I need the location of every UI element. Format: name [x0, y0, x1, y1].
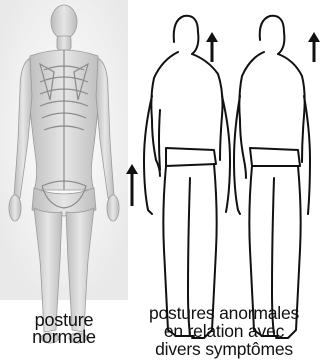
- up-arrow-icon: [126, 164, 138, 206]
- caption-line: normale: [2, 329, 126, 346]
- up-arrow-icon: [308, 32, 320, 62]
- caption-line: en relation avec: [126, 322, 322, 340]
- caption-line: postures anormales: [126, 304, 322, 322]
- caption-line: divers symptômes: [126, 340, 322, 358]
- posture-figure-2: [234, 16, 310, 338]
- up-arrow-icon: [206, 32, 218, 62]
- posture-figure-1: [144, 16, 230, 338]
- abnormal-postures-caption: postures anormales en relation avec dive…: [126, 304, 322, 358]
- normal-posture-caption: posture normale: [2, 312, 126, 346]
